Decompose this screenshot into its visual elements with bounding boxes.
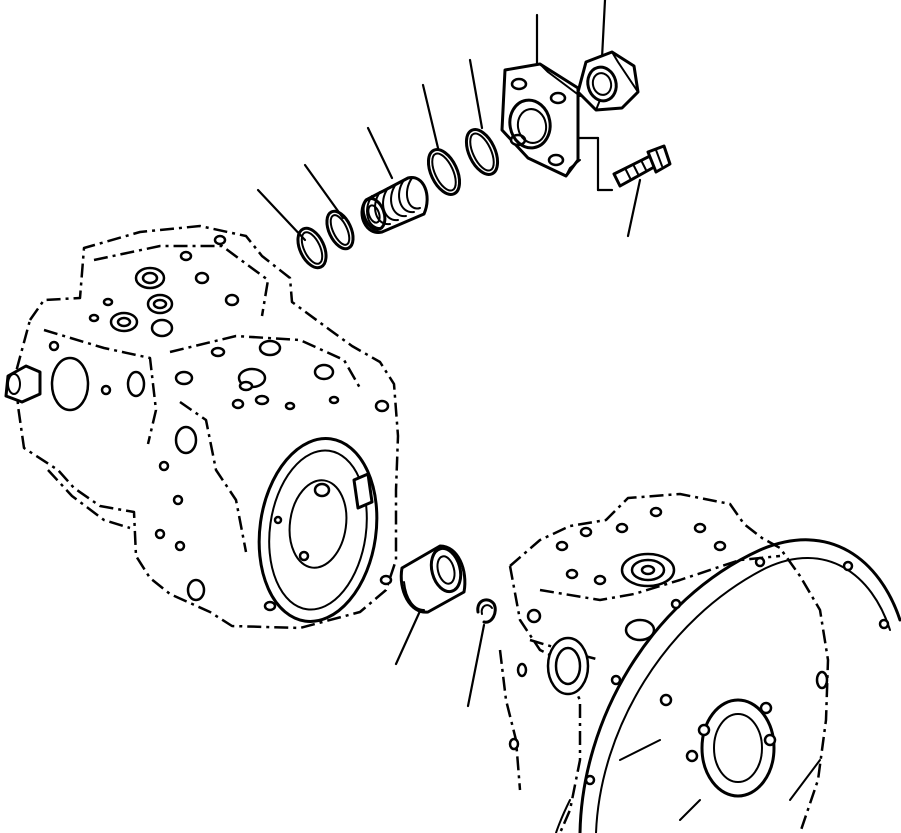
leader-o-ring-small-2 — [303, 163, 345, 220]
hex-nut — [576, 50, 640, 112]
o-ring-medium-2 — [464, 128, 500, 176]
o-ring-medium-1 — [426, 148, 462, 196]
pump-housing-flywheel — [498, 492, 901, 833]
snap-ring — [476, 598, 497, 624]
leader-coil-spring — [366, 126, 394, 180]
leader-o-ring-medium-2 — [468, 58, 484, 130]
leader-hex-nut — [600, 0, 607, 60]
coil-spring — [360, 176, 429, 234]
bolt — [612, 144, 672, 188]
o-ring-small-2 — [325, 209, 355, 251]
flange-plate — [500, 62, 581, 178]
o-ring-small-1 — [296, 226, 328, 270]
hydraulic-pump-assembly — [4, 224, 400, 630]
leader-o-ring-small-1 — [256, 188, 307, 242]
leader-o-ring-medium-1 — [421, 83, 440, 150]
leader-bolt — [626, 178, 642, 238]
leader-snap-ring — [466, 623, 486, 708]
spline-coupling — [399, 544, 467, 614]
